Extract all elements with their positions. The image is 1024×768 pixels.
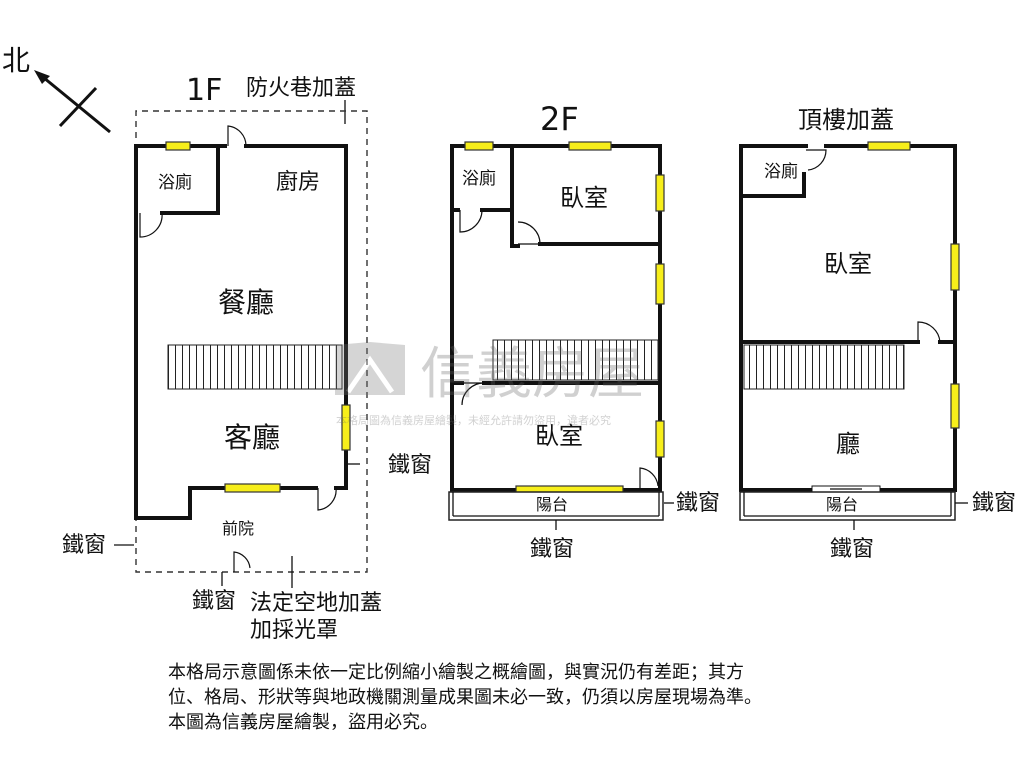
wall-rooftop xyxy=(878,426,957,492)
wall-rooftop xyxy=(908,144,957,246)
iron-window-rooftop-right: 鐵窗 xyxy=(972,491,1016,516)
watermark-brand: 信義房屋 xyxy=(420,342,644,407)
extension-outline xyxy=(135,110,368,573)
watermark-logo-mark xyxy=(345,355,395,394)
room-dining-1f: 餐廳 xyxy=(218,286,274,319)
door-rooftop-bedroom xyxy=(917,321,941,343)
wall-2f xyxy=(609,144,662,177)
bath-wall-rooftop xyxy=(739,172,806,198)
watermark-logo xyxy=(335,342,405,395)
window-rooftop-top xyxy=(867,141,911,151)
window-rooftop-right-2 xyxy=(950,383,960,429)
floor-rooftop-title: 頂樓加蓋 xyxy=(798,106,894,134)
door-1f-gate xyxy=(233,551,251,572)
window-rooftop-right-1 xyxy=(950,243,960,291)
wall-1f xyxy=(134,144,227,520)
stairs-2f xyxy=(492,339,659,381)
north-arrow-line xyxy=(37,71,111,134)
watermark-notice: 本格局圖為信義房屋繪製，未經允許請勿盜用，違者必究 xyxy=(336,413,611,427)
stairs-1f xyxy=(167,344,343,390)
door-1f-kitchen xyxy=(227,125,247,147)
iron-window-rooftop-bottom: 鐵窗 xyxy=(830,537,874,562)
iron-window-2f-right: 鐵窗 xyxy=(676,491,720,516)
room-bedroom-2f-bottom: 臥室 xyxy=(535,422,583,450)
disclaimer-line: 本圖為信義房屋繪製，盜用必究。 xyxy=(168,712,438,733)
room-hall-rooftop: 廳 xyxy=(836,430,860,458)
door-2f-bedroom-bottom xyxy=(461,382,485,406)
window-1f-front xyxy=(224,483,281,493)
window-1f-right xyxy=(341,404,351,451)
balcony-2f xyxy=(448,491,664,521)
room-kitchen-1f: 廚房 xyxy=(276,170,320,195)
door-1f-bath xyxy=(139,212,163,238)
window-2f-top-left xyxy=(464,141,494,151)
floor-1f-title: 1F xyxy=(186,73,222,108)
window-2f-right-3 xyxy=(655,420,665,458)
compass-north-label: 北 xyxy=(2,44,30,77)
bathroom-wall-1f xyxy=(160,144,220,215)
window-2f-right-2 xyxy=(655,263,665,305)
bedroom-wall-2f xyxy=(510,144,520,248)
disclaimer-line: 本格局示意圖係未依一定比例縮小繪製之概繪圖，與實況仍有差距；其方 xyxy=(168,662,744,683)
balcony-2f-label: 陽台 xyxy=(536,495,568,514)
door-1f-entry xyxy=(317,487,337,511)
room-bedroom-rooftop: 臥室 xyxy=(824,250,872,278)
fire-lane-extension-label: 防火巷加蓋 xyxy=(246,76,356,101)
disclaimer-line: 位、格局、形狀等與地政機關測量成果圖未必一致，仍須以房屋現場為準。 xyxy=(168,687,762,708)
front-yard-1f: 前院 xyxy=(222,519,254,538)
balcony-rooftop-label: 陽台 xyxy=(826,495,858,514)
iron-window-1f-right: 鐵窗 xyxy=(388,453,432,478)
floor-2f-plan: 2F 浴廁 xyxy=(448,100,720,562)
compass-cross-line xyxy=(58,86,98,128)
stairs-rooftop xyxy=(743,344,905,390)
balcony-rooftop xyxy=(739,491,956,521)
room-bath-2f: 浴廁 xyxy=(462,168,496,189)
door-2f-balcony xyxy=(639,467,659,490)
window-1f-top xyxy=(165,141,191,151)
skylight-label: 加採光罩 xyxy=(250,618,338,643)
wall-1f xyxy=(244,144,348,407)
floor-rooftop-plan: 頂樓加蓋 浴廁 臥室 廳 陽台 鐵窗 xyxy=(739,106,1016,562)
watermark: 信義房屋 本格局圖為信義房屋繪製，未經允許請勿盜用，違者必究 xyxy=(335,342,644,427)
north-arrow-icon xyxy=(34,70,50,84)
floor-2f-title: 2F xyxy=(540,100,579,138)
iron-window-1f-left: 鐵窗 xyxy=(62,533,106,558)
legal-open-space-label: 法定空地加蓋 xyxy=(250,591,382,616)
disclaimer-note: 本格局示意圖係未依一定比例縮小繪製之概繪圖，與實況仍有差距；其方 位、格局、形狀… xyxy=(168,660,888,735)
floor-1f-plan: 1F 防火巷加蓋 浴廁 廚房 餐廳 客廳 前院 鐵窗 xyxy=(62,73,432,643)
door-rooftop-bath xyxy=(806,149,827,171)
iron-window-2f-bottom: 鐵窗 xyxy=(530,537,574,562)
room-bath-rooftop: 浴廁 xyxy=(764,161,798,182)
room-bedroom-2f-top: 臥室 xyxy=(560,184,608,212)
door-2f-bedroom-top xyxy=(517,221,541,245)
wall-rooftop xyxy=(739,144,814,492)
door-2f-bath xyxy=(459,209,483,233)
wall-2f xyxy=(450,144,518,492)
room-living-1f: 客廳 xyxy=(224,421,280,454)
iron-window-1f-bottom: 鐵窗 xyxy=(192,589,236,614)
window-2f-right-1 xyxy=(655,174,665,212)
room-bath-1f: 浴廁 xyxy=(158,172,192,193)
compass: 北 xyxy=(2,44,111,134)
window-2f-top xyxy=(568,141,612,151)
